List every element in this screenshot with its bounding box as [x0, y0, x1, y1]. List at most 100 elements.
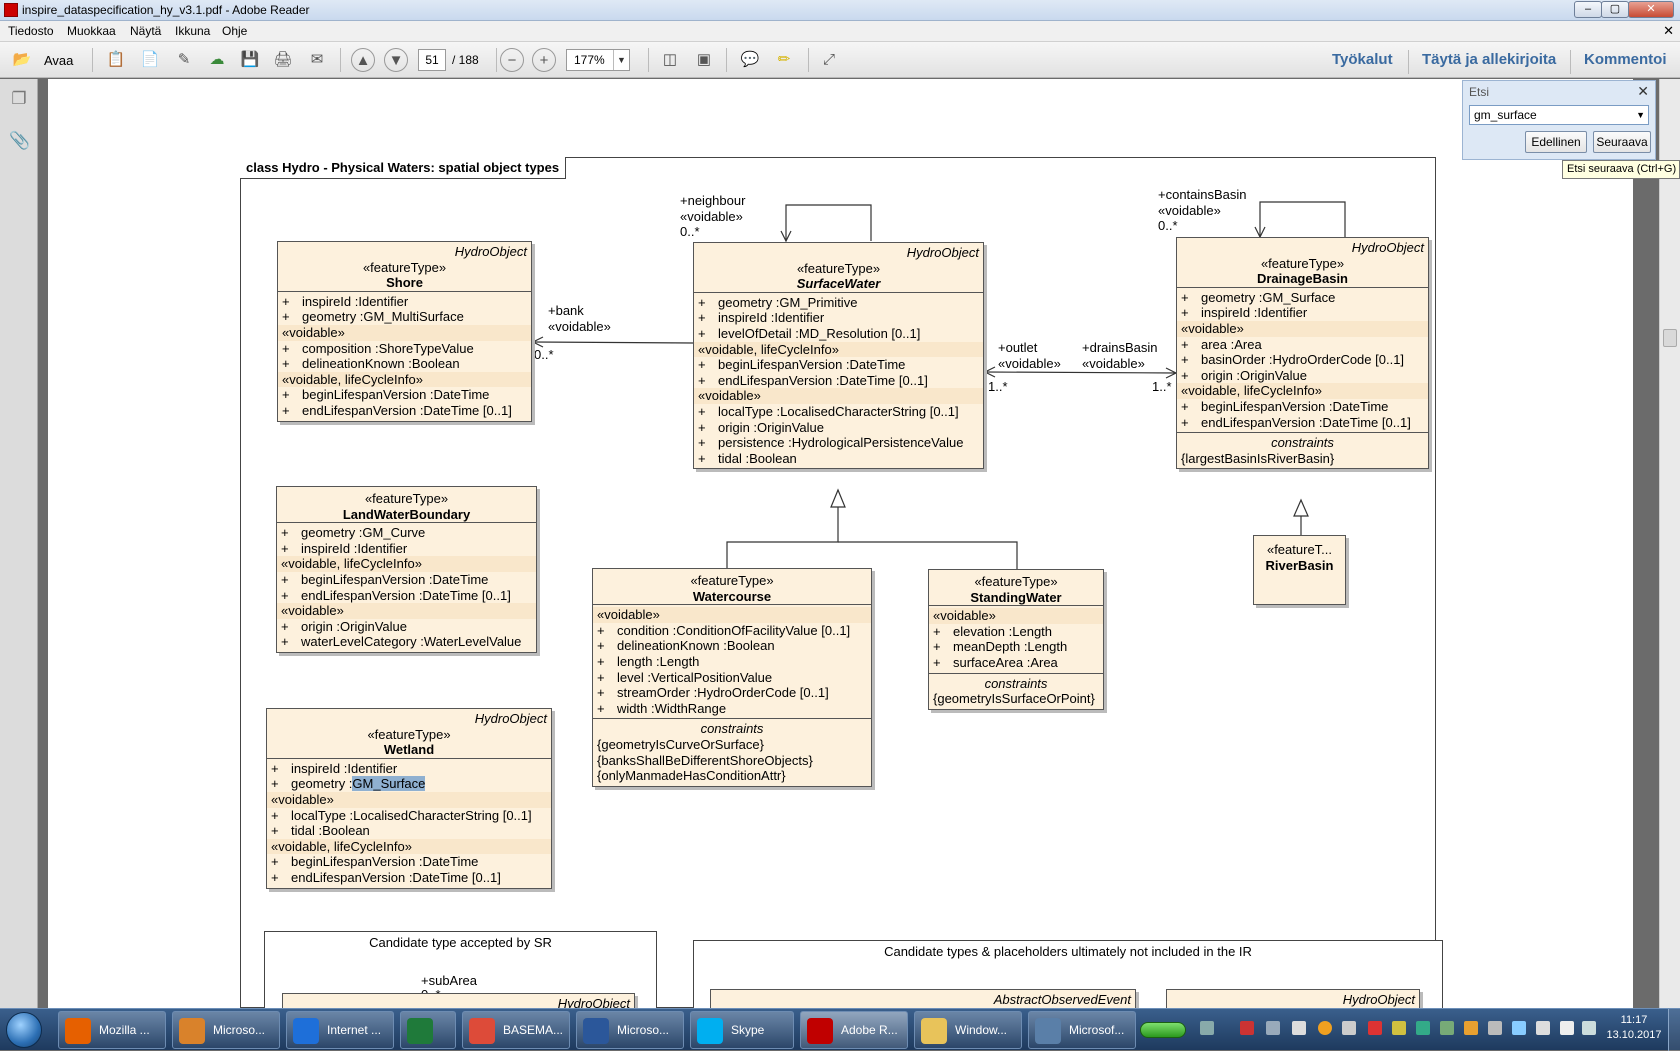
find-next-button[interactable]: Seuraava	[1593, 131, 1651, 153]
zoom-in-icon[interactable]: +	[532, 48, 556, 72]
next-page-icon[interactable]: ▼	[384, 48, 408, 72]
attribute: +inspireId :Identifier	[282, 293, 409, 309]
generalization-triangle	[830, 488, 846, 508]
page-number-input[interactable]: 51	[418, 49, 446, 71]
highlight-icon[interactable]: ✏	[777, 51, 791, 68]
attribute: +tidal :Boolean	[698, 450, 797, 466]
comment-link[interactable]: Kommentoi	[1584, 51, 1667, 68]
zoom-input[interactable]: 177%▼	[566, 49, 630, 71]
volume-icon[interactable]	[1582, 1021, 1596, 1035]
attribute: +meanDepth :Length	[933, 639, 1068, 655]
find-close-icon[interactable]: ✕	[1637, 83, 1649, 99]
stereotype-band: «voidable»	[267, 791, 551, 808]
stereotype-band: «voidable»	[1177, 320, 1428, 337]
menu-tiedosto[interactable]: Tiedosto	[8, 24, 54, 38]
class-drainagebasin[interactable]: HydroObject «featureType» DrainageBasin …	[1176, 237, 1429, 470]
open-folder-icon[interactable]: 📂	[12, 51, 32, 68]
tray-icon[interactable]	[1416, 1021, 1430, 1035]
find-panel: Etsi ✕ gm_surface▼ Edellinen Seuraava	[1462, 80, 1656, 160]
tray-icon[interactable]	[1464, 1021, 1478, 1035]
chevron-down-icon[interactable]: ▼	[613, 50, 629, 70]
taskbar-item[interactable]: Window...	[914, 1011, 1022, 1049]
tray-icon[interactable]	[1488, 1021, 1502, 1035]
tray-icon[interactable]	[1512, 1021, 1526, 1035]
taskbar-item[interactable]: Microso...	[576, 1011, 684, 1049]
tray-icon[interactable]	[1342, 1021, 1356, 1035]
excel-icon	[407, 1018, 433, 1044]
tray-shield-icon[interactable]	[1240, 1021, 1254, 1035]
cloud-upload-icon[interactable]: ☁	[209, 51, 225, 68]
fit-width-icon[interactable]: ▣	[696, 51, 712, 68]
show-desktop-button[interactable]	[1668, 1009, 1680, 1051]
constraints-section: constraints {geometryIsCurveOrSurface} {…	[593, 718, 871, 785]
class-standingwater[interactable]: «featureType» StandingWater «voidable» +…	[928, 569, 1104, 710]
menu-ikkuna[interactable]: Ikkuna	[175, 24, 211, 38]
attribute: +endLifespanVersion :DateTime [0..1]	[1181, 414, 1411, 430]
tray-icon[interactable]	[1392, 1021, 1406, 1035]
tray-icon[interactable]	[1368, 1021, 1382, 1035]
class-watercourse[interactable]: «featureType» Watercourse «voidable» +co…	[592, 568, 872, 787]
menu-ohje[interactable]: Ohje	[222, 24, 248, 38]
language-indicator-icon[interactable]	[1140, 1022, 1186, 1038]
class-riverbasin[interactable]: «featureT... RiverBasin	[1253, 535, 1346, 605]
class-landwaterboundary[interactable]: «featureType» LandWaterBoundary +geometr…	[276, 486, 537, 653]
fill-sign-link[interactable]: Täytä ja allekirjoita	[1422, 51, 1557, 68]
previous-page-icon[interactable]: ▲	[351, 48, 375, 72]
menu-muokkaa[interactable]: Muokkaa	[67, 24, 116, 38]
edit-pdf-icon[interactable]: ✎	[177, 51, 191, 68]
constraints-title: constraints	[1271, 435, 1334, 451]
class-name: DrainageBasin	[1256, 271, 1349, 287]
find-previous-button[interactable]: Edellinen	[1525, 131, 1587, 153]
taskbar-item-active[interactable]: Adobe R...	[800, 1011, 908, 1049]
vertical-scrollbar[interactable]	[1659, 79, 1680, 1008]
maximize-button[interactable]: ▢	[1601, 1, 1629, 18]
zoom-out-icon[interactable]: −	[500, 48, 524, 72]
tray-icon[interactable]	[1266, 1021, 1280, 1035]
export-pdf-icon[interactable]: 📄	[140, 51, 160, 68]
taskbar-item[interactable]: BASEMA...	[462, 1011, 570, 1049]
taskbar-item[interactable]: Skype	[690, 1011, 794, 1049]
tray-icon[interactable]	[1440, 1021, 1454, 1035]
close-button[interactable]: ✕	[1628, 1, 1674, 18]
attribute: +origin :OriginValue	[1181, 367, 1307, 383]
email-icon[interactable]: ✉	[310, 51, 324, 68]
create-pdf-icon[interactable]: 📋	[106, 51, 126, 68]
generalization-watercourse	[726, 490, 839, 568]
sticky-note-icon[interactable]: 💬	[740, 51, 760, 68]
class-surfacewater[interactable]: HydroObject «featureType» SurfaceWater +…	[693, 242, 984, 470]
open-button-label[interactable]: Avaa	[44, 53, 74, 68]
attribute: +level :VerticalPositionValue	[597, 669, 773, 685]
attachments-icon[interactable]: 📎	[9, 131, 31, 150]
start-button[interactable]	[6, 1012, 42, 1048]
print-icon[interactable]: 🖨	[273, 51, 293, 68]
tray-icon[interactable]	[1536, 1021, 1550, 1035]
fullscreen-icon[interactable]: ⤢	[822, 51, 835, 68]
document-close-icon[interactable]: ✕	[1663, 23, 1674, 38]
taskbar-item[interactable]: Internet ...	[286, 1011, 394, 1049]
taskbar-item[interactable]: Microso...	[172, 1011, 280, 1049]
toolbar-separator	[340, 48, 341, 72]
save-icon[interactable]: 💾	[240, 51, 260, 68]
network-icon[interactable]	[1292, 1021, 1306, 1035]
constraint: {largestBasinIsRiverBasin}	[1181, 450, 1335, 466]
fit-page-icon[interactable]: ◫	[662, 51, 678, 68]
stereotype: «featureType»	[690, 573, 774, 588]
stereotype-band: «voidable»	[278, 324, 531, 341]
tray-icon[interactable]	[1560, 1021, 1574, 1035]
taskbar-item[interactable]: Mozilla ...	[58, 1011, 166, 1049]
scrollbar-thumb[interactable]	[1663, 329, 1677, 347]
tray-icon[interactable]	[1200, 1021, 1214, 1035]
taskbar-item[interactable]	[400, 1011, 456, 1049]
find-input[interactable]: gm_surface▼	[1469, 105, 1649, 125]
tools-link[interactable]: Työkalut	[1332, 51, 1393, 68]
pdf-app-icon	[4, 3, 18, 17]
taskbar-item[interactable]: Microsof...	[1028, 1011, 1136, 1049]
microsoft-app-icon	[1035, 1018, 1061, 1044]
chevron-down-icon[interactable]: ▼	[1636, 110, 1645, 120]
page-thumbnails-icon[interactable]: ❐	[11, 89, 27, 108]
class-wetland[interactable]: HydroObject «featureType» Wetland +inspi…	[266, 708, 552, 889]
tray-icon[interactable]	[1318, 1021, 1332, 1035]
menu-nayta[interactable]: Näytä	[130, 24, 162, 38]
class-shore[interactable]: HydroObject «featureType» Shore +inspire…	[277, 241, 532, 422]
